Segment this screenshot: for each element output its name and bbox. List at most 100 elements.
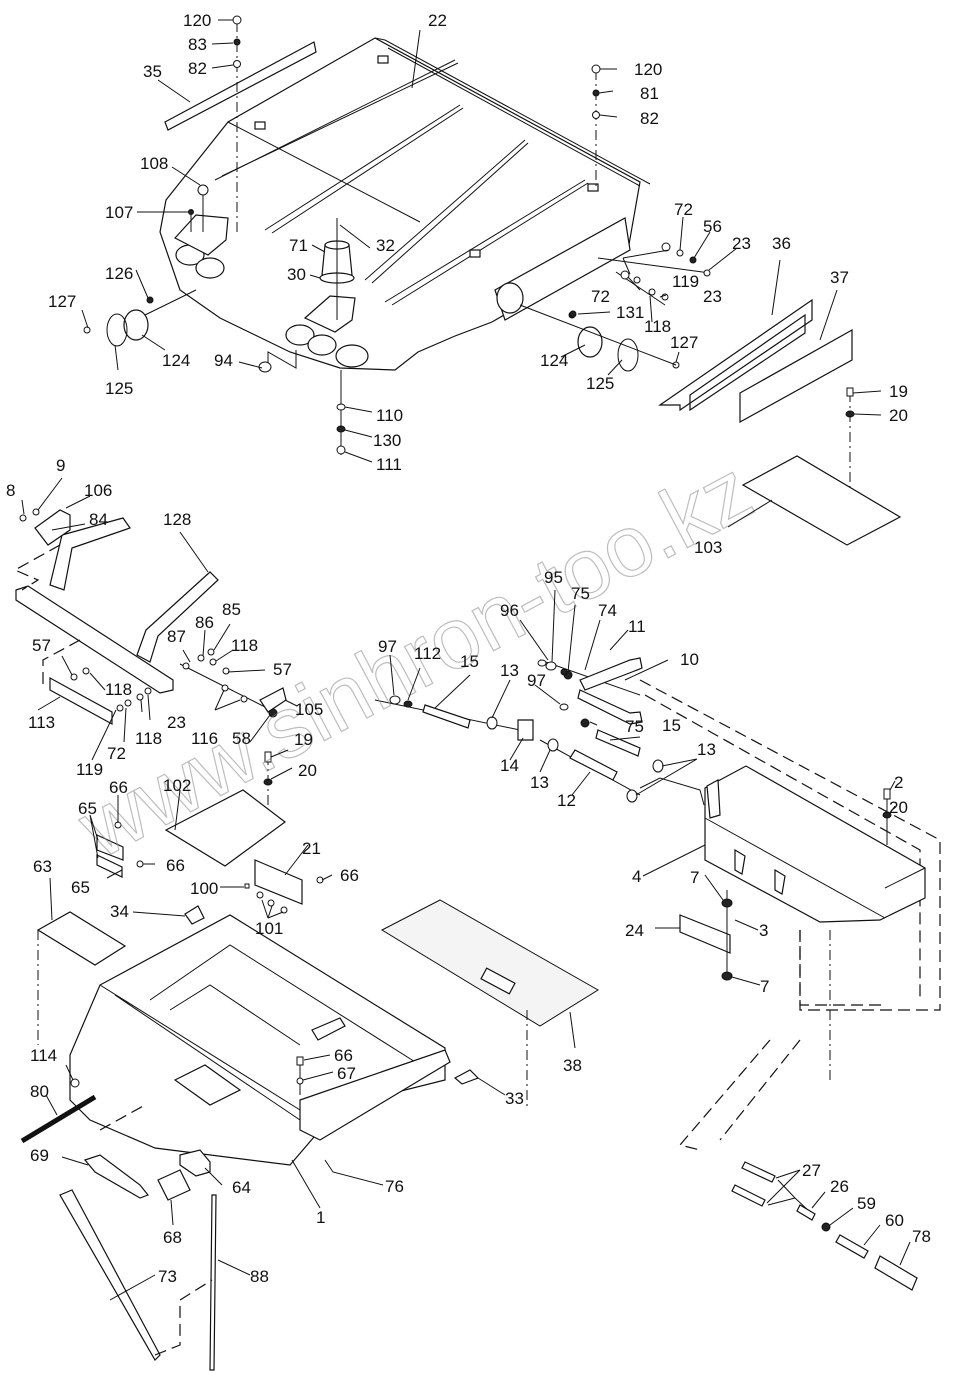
callout-102: 102 — [163, 776, 191, 795]
callout-118: 118 — [231, 636, 258, 655]
callout-11: 11 — [628, 617, 646, 636]
callout-9: 9 — [56, 456, 65, 475]
cable-78[interactable] — [874, 1255, 918, 1291]
roof-assembly — [83, 15, 902, 546]
callout-57: 57 — [273, 660, 292, 679]
callout-12: 12 — [557, 791, 576, 810]
wiper-linkage-69[interactable] — [83, 1154, 149, 1199]
callout-119: 119 — [76, 760, 103, 779]
callout-112: 112 — [414, 644, 441, 663]
callout-15: 15 — [662, 716, 681, 735]
callout-114: 114 — [30, 1046, 57, 1065]
callout-107: 107 — [105, 203, 133, 222]
callout-36: 36 — [772, 234, 791, 253]
callout-119: 119 — [672, 272, 699, 291]
callout-127: 127 — [670, 333, 698, 352]
callout-13: 13 — [697, 740, 716, 759]
frame-crossbar[interactable] — [15, 585, 174, 694]
callouts: 120 83 82 35 22 120 81 82 108 107 32 71 … — [6, 11, 931, 1286]
callout-30: 30 — [287, 265, 306, 284]
callout-120: 120 — [183, 11, 211, 30]
callout-2: 2 — [894, 773, 903, 792]
callout-20: 20 — [889, 406, 908, 425]
callout-26: 26 — [830, 1177, 849, 1196]
callout-23: 23 — [703, 287, 722, 306]
cable-assembly — [678, 1039, 918, 1291]
callout-20: 20 — [298, 761, 317, 780]
callout-13: 13 — [530, 773, 549, 792]
trim-strip[interactable] — [164, 41, 317, 131]
bracket-113[interactable] — [49, 676, 113, 726]
callout-71: 71 — [289, 236, 308, 255]
callout-82: 82 — [188, 59, 207, 78]
callout-118: 118 — [644, 317, 671, 336]
leader-lines — [21, 19, 911, 1301]
wiper-blade-88[interactable] — [209, 1194, 217, 1371]
hose-15-upper[interactable] — [422, 704, 471, 729]
side-rail-76[interactable] — [299, 1049, 451, 1141]
callout-78: 78 — [912, 1227, 931, 1246]
callout-97: 97 — [527, 671, 546, 690]
callout-72: 72 — [674, 200, 693, 219]
callout-127: 127 — [48, 292, 76, 311]
lamp-lens-left[interactable] — [123, 309, 149, 341]
hose-15-lower[interactable] — [595, 729, 641, 757]
callout-111: 111 — [376, 455, 402, 474]
heater-box[interactable] — [704, 765, 926, 923]
hose-10[interactable] — [577, 689, 643, 725]
seal-strip-80[interactable] — [20, 1094, 97, 1144]
callout-7: 7 — [760, 977, 769, 996]
callout-125: 125 — [586, 374, 614, 393]
callout-74: 74 — [598, 601, 617, 620]
panel-63[interactable] — [36, 911, 127, 966]
callout-86: 86 — [195, 613, 214, 632]
callout-24: 24 — [625, 921, 644, 940]
callout-75: 75 — [571, 584, 590, 603]
floor-mat-38[interactable] — [380, 899, 599, 1027]
motor-plate-68[interactable] — [157, 1169, 191, 1201]
callout-15: 15 — [460, 652, 479, 671]
frame-upright-right[interactable] — [136, 571, 219, 663]
frame-assembly — [13, 508, 324, 914]
cab-base[interactable] — [69, 914, 446, 1166]
cable-27-lower[interactable] — [731, 1184, 766, 1207]
callout-19: 19 — [889, 382, 908, 401]
callout-88: 88 — [250, 1267, 269, 1286]
clip-34[interactable] — [184, 905, 205, 925]
callout-81: 81 — [640, 84, 659, 103]
valve-14[interactable] — [517, 719, 534, 741]
wiper-arm-73[interactable] — [59, 1189, 161, 1361]
callout-101: 101 — [255, 919, 283, 938]
callout-97: 97 — [378, 637, 397, 656]
callout-113: 113 — [28, 713, 55, 732]
callout-66: 66 — [109, 778, 128, 797]
callout-64: 64 — [232, 1178, 251, 1197]
filter-sheet[interactable] — [741, 455, 902, 546]
wiper-motor-64[interactable] — [179, 1149, 211, 1177]
callout-85: 85 — [222, 600, 241, 619]
callout-72: 72 — [107, 744, 126, 763]
latch-33[interactable] — [453, 1069, 480, 1085]
hose-12[interactable] — [569, 749, 618, 781]
callout-87: 87 — [167, 627, 186, 646]
callout-35: 35 — [143, 62, 162, 81]
callout-68: 68 — [163, 1228, 182, 1247]
callout-105: 105 — [295, 700, 323, 719]
plate-102[interactable] — [164, 789, 287, 867]
cable-26[interactable] — [796, 1204, 816, 1221]
cap-120-left[interactable] — [232, 15, 242, 25]
hose-11[interactable] — [579, 657, 643, 691]
cable-60[interactable] — [835, 1234, 869, 1259]
callout-126: 126 — [105, 264, 133, 283]
floor-assembly — [20, 899, 599, 1166]
callout-8: 8 — [6, 481, 15, 500]
callout-23: 23 — [167, 713, 186, 732]
heater-bracket-24[interactable] — [679, 914, 731, 954]
cable-27-upper[interactable] — [741, 1161, 776, 1183]
callout-27: 27 — [802, 1161, 821, 1180]
callout-13: 13 — [500, 661, 519, 680]
side-grille-panel[interactable] — [658, 298, 813, 412]
side-cover-panel[interactable] — [739, 328, 853, 424]
callout-118: 118 — [105, 680, 132, 699]
grommet-59[interactable] — [821, 1222, 831, 1232]
